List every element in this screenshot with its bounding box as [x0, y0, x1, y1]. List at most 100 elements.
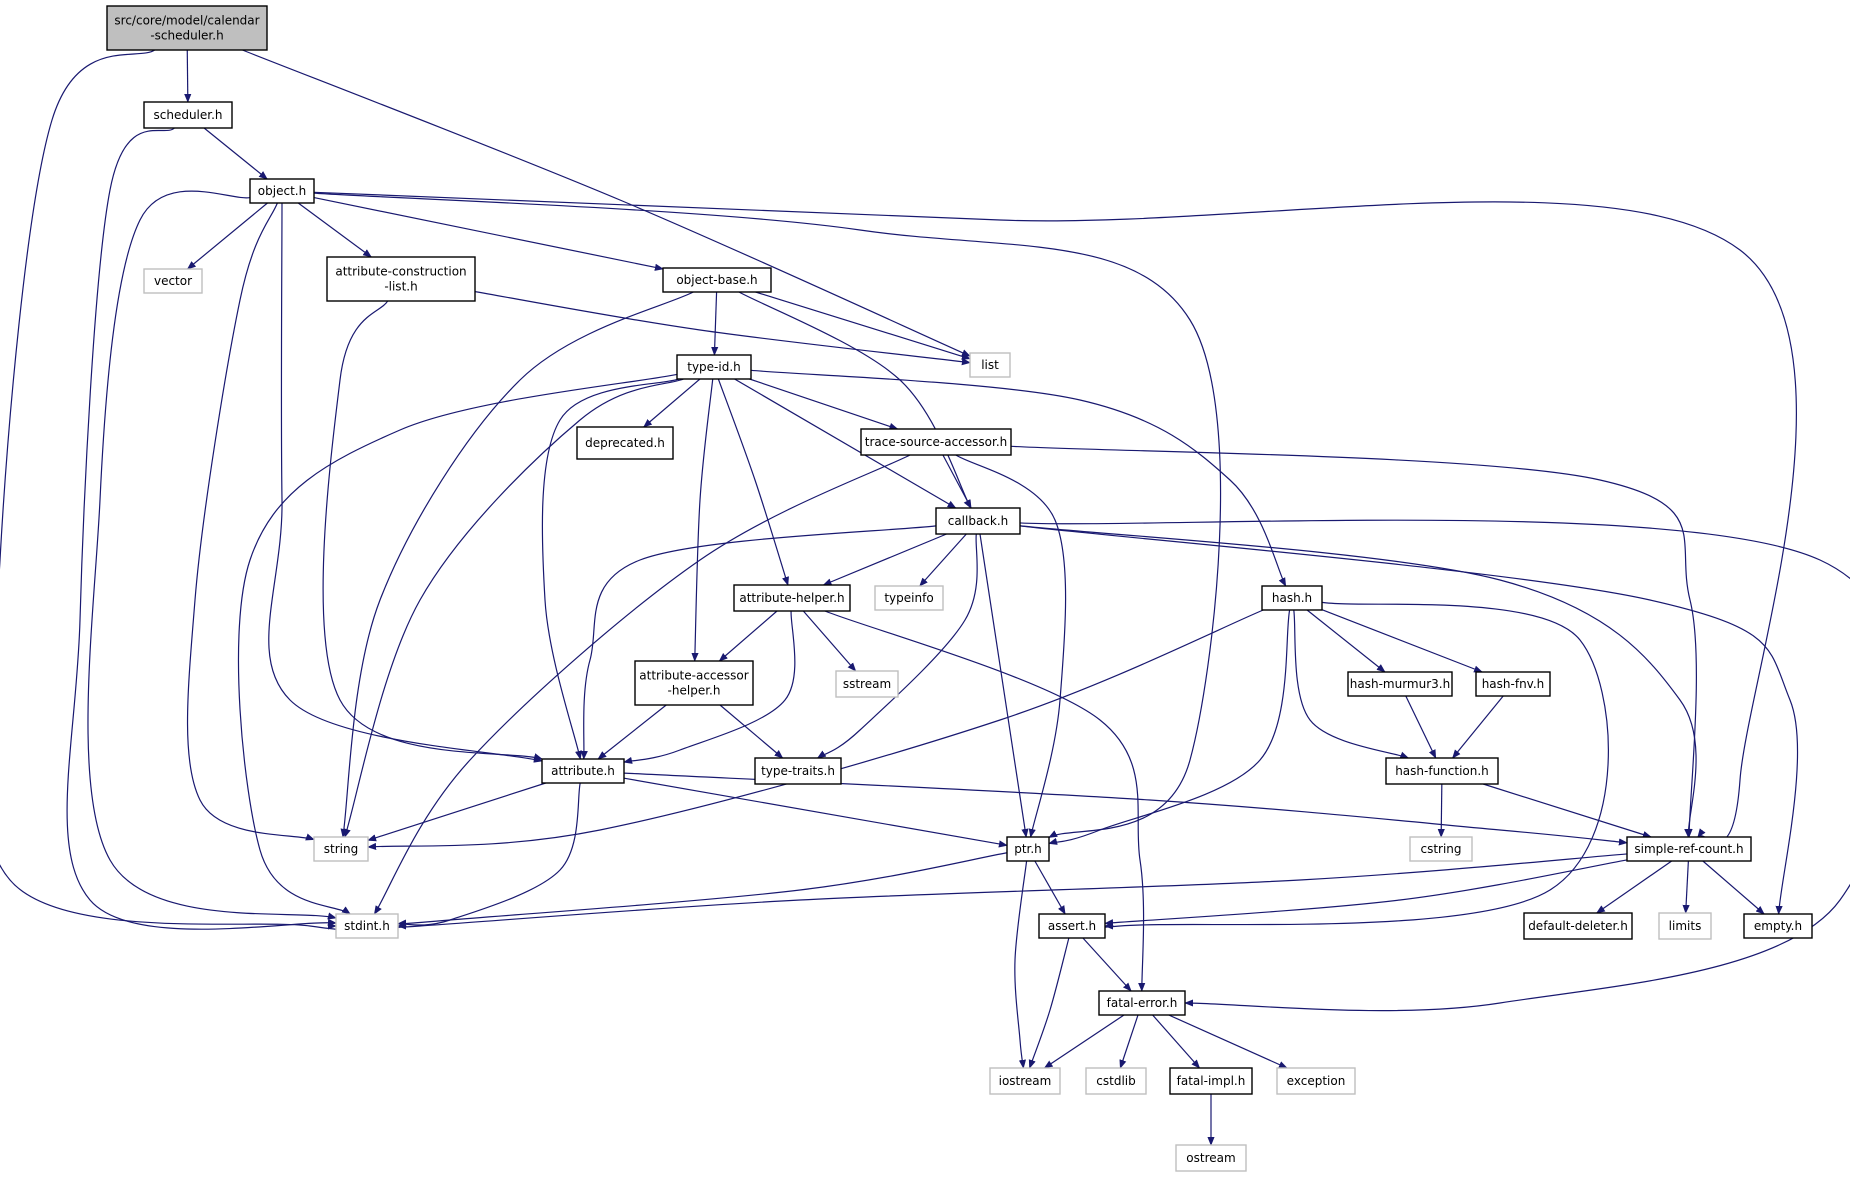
node-box-ostream: [1175, 1144, 1247, 1172]
node-box-vector: [143, 268, 203, 294]
node-label-limits: limits: [1669, 919, 1702, 933]
edge-assert-to-iostream: [1028, 937, 1070, 1069]
node-box-fatal-error: [1098, 990, 1186, 1016]
edge-object-base-to-type-id: [711, 291, 719, 356]
node-box-iostream: [989, 1067, 1061, 1095]
node-empty[interactable]: empty.h: [1743, 913, 1813, 939]
node-box-typeinfo: [874, 585, 944, 611]
node-label-hash-murmur3: hash-murmur3.h: [1350, 677, 1450, 691]
edge-attribute-construction-list-to-attribute: [322, 300, 543, 761]
node-label-typeinfo: typeinfo: [884, 591, 933, 605]
node-callback[interactable]: callback.h: [935, 507, 1021, 535]
node-label-hash: hash.h: [1272, 591, 1312, 605]
edge-trace-source-accessor-to-ptr: [955, 454, 1067, 838]
node-box-deprecated: [576, 426, 674, 460]
node-hash-fnv[interactable]: hash-fnv.h: [1475, 671, 1551, 697]
edge-object-base-to-string: [340, 291, 694, 838]
node-box-object: [249, 178, 315, 204]
node-label-stdint: stdint.h: [344, 919, 390, 933]
node-label-list: list: [981, 358, 999, 372]
node-hash[interactable]: hash.h: [1261, 585, 1323, 611]
node-label-ostream: ostream: [1186, 1151, 1235, 1165]
node-default-deleter[interactable]: default-deleter.h: [1523, 912, 1633, 940]
node-label-type-id: type-id.h: [687, 360, 741, 374]
edge-fatal-error-to-exception: [1168, 1014, 1288, 1069]
edge-type-id-to-deprecated: [643, 378, 701, 428]
edge-simple-ref-count-to-assert: [1104, 859, 1628, 927]
node-label-hash-fnv: hash-fnv.h: [1482, 677, 1545, 691]
edge-ptr-to-stdint: [397, 852, 1008, 927]
node-label-object: object.h: [258, 184, 306, 198]
edge-simple-ref-count-to-stdint: [383, 853, 1628, 930]
node-attribute[interactable]: attribute.h: [541, 758, 625, 784]
edge-object-base-to-list: [755, 291, 971, 360]
edge-attribute-to-stdint: [397, 782, 581, 927]
node-simple-ref-count[interactable]: simple-ref-count.h: [1626, 836, 1752, 862]
edge-hash-to-hash-murmur3: [1306, 609, 1386, 673]
node-box-assert: [1038, 913, 1106, 939]
node-assert[interactable]: assert.h: [1038, 913, 1106, 939]
node-scheduler[interactable]: scheduler.h: [143, 101, 233, 129]
node-attribute-construction-list[interactable]: attribute-construction-list.h: [326, 256, 476, 302]
node-box-default-deleter: [1523, 912, 1633, 940]
node-box-scheduler: [143, 101, 233, 129]
edge-type-id-to-attribute-helper: [717, 378, 789, 586]
edge-trace-source-accessor-to-stdint: [373, 454, 911, 915]
node-hash-function[interactable]: hash-function.h: [1385, 757, 1499, 785]
edge-ptr-to-iostream: [1014, 860, 1028, 1069]
node-vector: vector: [143, 268, 203, 294]
edge-type-id-to-hash: [750, 369, 1287, 587]
edge-calendar-scheduler-to-scheduler: [184, 49, 192, 103]
edge-assert-to-fatal-error: [1082, 937, 1132, 992]
node-box-limits: [1658, 912, 1712, 940]
node-box-trace-source-accessor: [860, 428, 1012, 456]
node-ptr[interactable]: ptr.h: [1006, 836, 1050, 862]
node-object-base[interactable]: object-base.h: [662, 267, 772, 293]
node-label-scheduler: scheduler.h: [153, 108, 222, 122]
node-deprecated[interactable]: deprecated.h: [576, 426, 674, 460]
edge-type-id-to-callback: [734, 378, 957, 509]
edge-calendar-scheduler-to-stdint: [0, 49, 343, 930]
edge-attribute-accessor-helper-to-type-traits: [719, 704, 784, 759]
node-label-exception: exception: [1287, 1074, 1346, 1088]
node-box-attribute-helper: [733, 584, 851, 612]
edge-trace-source-accessor-to-callback: [942, 454, 972, 509]
edge-simple-ref-count-to-limits: [1682, 860, 1690, 914]
node-box-attribute-construction-list: [326, 256, 476, 302]
node-object[interactable]: object.h: [249, 178, 315, 204]
edge-callback-to-typeinfo: [919, 533, 967, 587]
edge-object-to-ptr: [313, 192, 1222, 838]
node-attribute-helper[interactable]: attribute-helper.h: [733, 584, 851, 612]
edge-object-base-to-callback: [738, 291, 972, 509]
node-attribute-accessor-helper[interactable]: attribute-accessor-helper.h: [634, 660, 754, 706]
node-hash-murmur3[interactable]: hash-murmur3.h: [1347, 671, 1453, 697]
node-label-iostream: iostream: [999, 1074, 1052, 1088]
node-box-ptr: [1006, 836, 1050, 862]
node-label-cstring: cstring: [1420, 842, 1461, 856]
node-box-cstdlib: [1085, 1067, 1147, 1095]
node-box-hash-function: [1385, 757, 1499, 785]
edges: [0, 49, 1850, 1146]
edge-hash-to-hash-fnv: [1321, 609, 1483, 673]
edge-trace-source-accessor-to-simple-ref-count: [1010, 445, 1697, 838]
node-type-traits[interactable]: type-traits.h: [754, 757, 842, 785]
node-type-id[interactable]: type-id.h: [676, 354, 752, 380]
edge-object-to-string: [186, 202, 315, 841]
node-fatal-error[interactable]: fatal-error.h: [1098, 990, 1186, 1016]
node-box-attribute: [541, 758, 625, 784]
edge-calendar-scheduler-to-list: [242, 49, 971, 357]
node-box-hash-murmur3: [1347, 671, 1453, 697]
edge-callback-to-ptr: [979, 533, 1029, 838]
node-label-simple-ref-count: simple-ref-count.h: [1634, 842, 1743, 856]
node-box-type-id: [676, 354, 752, 380]
edge-type-id-to-attribute: [541, 378, 680, 760]
node-label-vector: vector: [154, 274, 192, 288]
edge-scheduler-to-stdint: [66, 127, 337, 930]
edge-hash-murmur3-to-hash-function: [1405, 695, 1437, 759]
node-trace-source-accessor[interactable]: trace-source-accessor.h: [860, 428, 1012, 456]
node-calendar-scheduler[interactable]: src/core/model/calendar-scheduler.h: [106, 5, 268, 51]
node-label-cstdlib: cstdlib: [1096, 1074, 1135, 1088]
node-fatal-impl[interactable]: fatal-impl.h: [1169, 1067, 1253, 1095]
node-label-attribute: attribute.h: [551, 764, 615, 778]
node-box-callback: [935, 507, 1021, 535]
